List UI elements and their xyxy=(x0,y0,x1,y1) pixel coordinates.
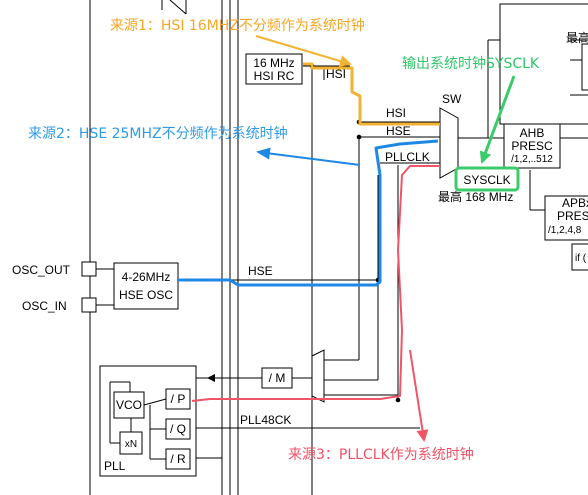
pll-internal-wires xyxy=(109,381,167,460)
osc-out-pin xyxy=(81,261,97,277)
annotation-source3-arrow xyxy=(409,349,429,442)
annotation-source2: 来源2：HSE 25MHZ不分频作为系统时钟 xyxy=(28,125,288,142)
wire-top-diag xyxy=(169,0,187,15)
ahb-line1: AHB xyxy=(520,126,545,140)
hse-osc-block xyxy=(113,262,179,310)
pll-src-mux xyxy=(311,349,325,403)
pllclk-label: PLLCLK xyxy=(385,150,430,164)
apb-line1: APBx xyxy=(562,196,588,210)
apb-presc-block xyxy=(544,195,588,241)
m-div-label: / M xyxy=(269,371,286,385)
annotation-output-arrow xyxy=(479,75,516,164)
q-div-label: / Q xyxy=(170,422,186,436)
xn-label: xN xyxy=(125,439,137,450)
hsi-label-a: HSI xyxy=(326,67,346,81)
sw-label: SW xyxy=(442,92,462,106)
apb-line2: PRESC xyxy=(557,209,588,223)
annotation-source3: 来源3：PLLCLK作为系统时钟 xyxy=(288,446,474,463)
top-right-label: 最高 xyxy=(566,30,588,45)
top-right-box xyxy=(581,43,588,91)
if-box-label: if ( xyxy=(575,253,587,264)
r-div-label: / R xyxy=(170,452,186,466)
p-div-label: / P xyxy=(171,392,186,406)
annotation-source1: 来源1：HSI 16MHZ不分频作为系统时钟 xyxy=(110,17,365,34)
sysclk-box xyxy=(454,166,520,192)
annotation-source1-arrow xyxy=(255,35,352,67)
if-box xyxy=(571,243,588,271)
hsi-rc-line2: HSI RC xyxy=(254,69,295,83)
vco-label: VCO xyxy=(116,398,142,412)
annotation-source2-arrow xyxy=(256,147,361,166)
hsi-rc-line1: 16 MHz xyxy=(253,56,294,70)
sysclk-label: SYSCLK xyxy=(463,173,510,187)
hse-sw-label: HSE xyxy=(386,124,411,138)
hsi-label-b: HSI xyxy=(386,106,406,120)
vco-block xyxy=(113,391,145,419)
annotation-output: 输出系统时钟SYSCLK xyxy=(402,55,540,72)
top-right-frame xyxy=(499,3,588,125)
hsi-rc-block xyxy=(245,53,303,85)
osc-out-label: OSC_OUT xyxy=(12,263,71,277)
pll48ck-label: PLL48CK xyxy=(240,413,291,427)
hse-path-highlight xyxy=(178,139,439,287)
ahb-line2: PRESC xyxy=(511,139,553,153)
pll-path-highlight xyxy=(191,165,440,402)
hse-osc-line1: 4-26MHz xyxy=(122,270,171,284)
m-div-block xyxy=(261,367,293,389)
hse-osc-line2: HSE OSC xyxy=(119,288,173,302)
max-freq-label: 最高 168 MHz xyxy=(438,189,513,204)
ahb-line3: /1,2,..512 xyxy=(511,154,553,165)
apb-line3: /1,2,4,8 xyxy=(548,225,582,236)
sw-mux xyxy=(439,107,459,179)
hsi-path-highlight xyxy=(303,62,440,126)
ahb-presc-block xyxy=(503,123,561,169)
osc-in-pin xyxy=(81,297,97,313)
osc-in-label: OSC_IN xyxy=(22,299,67,313)
hse-line-label: HSE xyxy=(248,264,273,278)
pll-label: PLL xyxy=(104,459,126,473)
